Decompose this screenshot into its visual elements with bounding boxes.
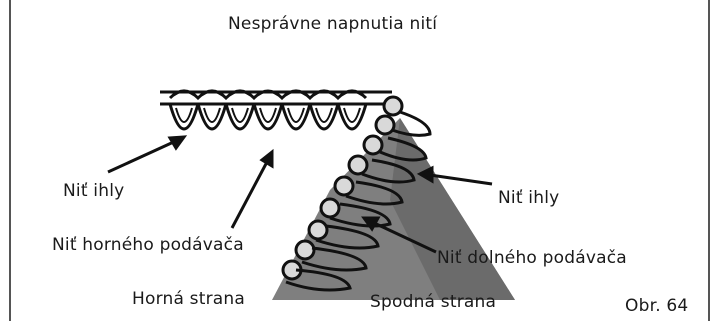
label-upper-looper-thread: Niť horného podávača [52, 235, 244, 255]
label-bottom-side: Spodná strana [370, 292, 496, 312]
label-needle-thread-left: Niť ihly [63, 181, 124, 201]
figure-number: Obr. 64 [625, 296, 688, 316]
label-needle-thread-right: Niť ihly [498, 188, 559, 208]
upper-loop-row [160, 91, 392, 129]
label-top-side: Horná strana [132, 289, 245, 309]
label-lower-looper-thread: Niť dolného podávača [437, 248, 627, 268]
diagram-title: Nesprávne napnutia nití [228, 14, 437, 34]
